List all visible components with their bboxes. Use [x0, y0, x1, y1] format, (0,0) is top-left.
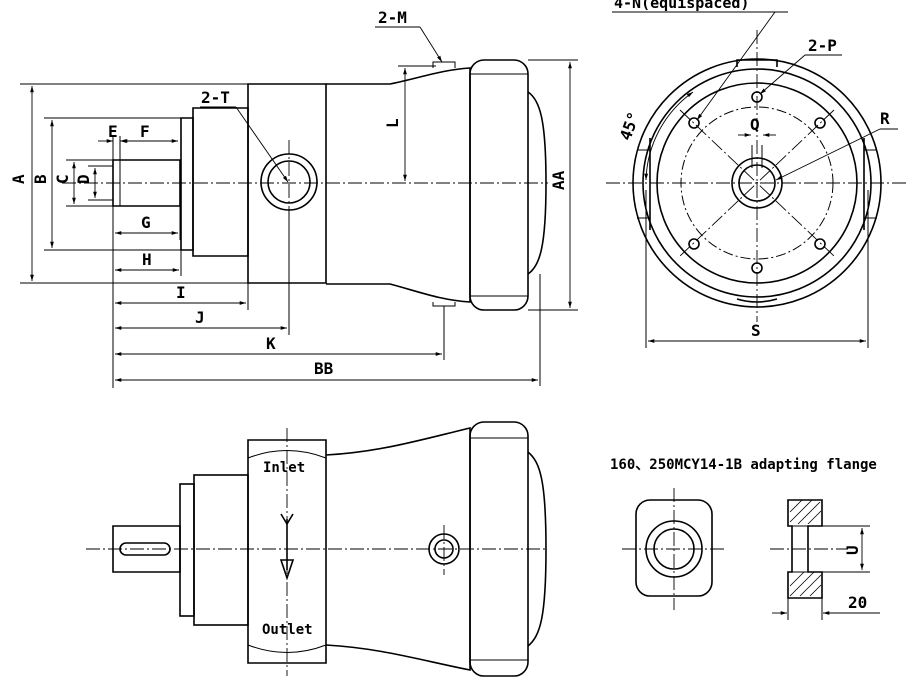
flow-arrow: [279, 513, 295, 581]
angle-45: 45°: [616, 109, 644, 143]
label-2P: 2-P: [808, 36, 837, 55]
dim-J: J: [195, 308, 205, 327]
front-view: [62, 59, 548, 311]
port-block: [247, 83, 327, 284]
dim-E: E: [108, 122, 118, 141]
label-inlet: Inlet: [263, 460, 305, 476]
end-view: Q: [606, 30, 908, 322]
dim-I: I: [176, 283, 186, 302]
pump-body: [326, 67, 471, 303]
flange-view: 160、250MCY14-1B adapting flange U: [610, 457, 880, 620]
label-2M: 2-M: [378, 8, 407, 27]
dim-R: R: [880, 109, 890, 128]
front-dimensions: A B C D E F G H I: [9, 8, 578, 388]
top-view: Inlet Outlet: [86, 421, 548, 677]
front-cover: [192, 107, 249, 257]
flange-title: 160、250MCY14-1B adapting flange: [610, 457, 877, 473]
mounting-flange: [180, 117, 194, 251]
label-2T: 2-T: [201, 88, 230, 107]
dim-Q: Q: [750, 115, 760, 134]
dim-S: S: [751, 321, 761, 340]
dim-20: 20: [848, 593, 867, 612]
end-cap: [469, 59, 529, 311]
end-dimensions: 4-N(equispaced) 2-P R 45° S: [612, 0, 898, 348]
section-hatch: [789, 499, 822, 597]
dim-L: L: [383, 118, 402, 128]
dim-K: K: [266, 334, 276, 353]
dim-BB: BB: [314, 359, 334, 378]
dim-U: U: [843, 545, 862, 555]
dim-H: H: [142, 250, 152, 269]
dim-D: D: [74, 174, 93, 184]
label-4N: 4-N(equispaced): [614, 0, 749, 12]
dim-AA: AA: [549, 170, 568, 190]
dim-G: G: [141, 213, 151, 232]
bolt-holes: [688, 91, 826, 274]
dim-B: B: [31, 174, 50, 184]
label-outlet: Outlet: [262, 622, 313, 638]
dim-F: F: [140, 122, 150, 141]
dim-A: A: [9, 174, 28, 184]
flange-body: [635, 499, 713, 597]
dim-C: C: [53, 174, 72, 184]
